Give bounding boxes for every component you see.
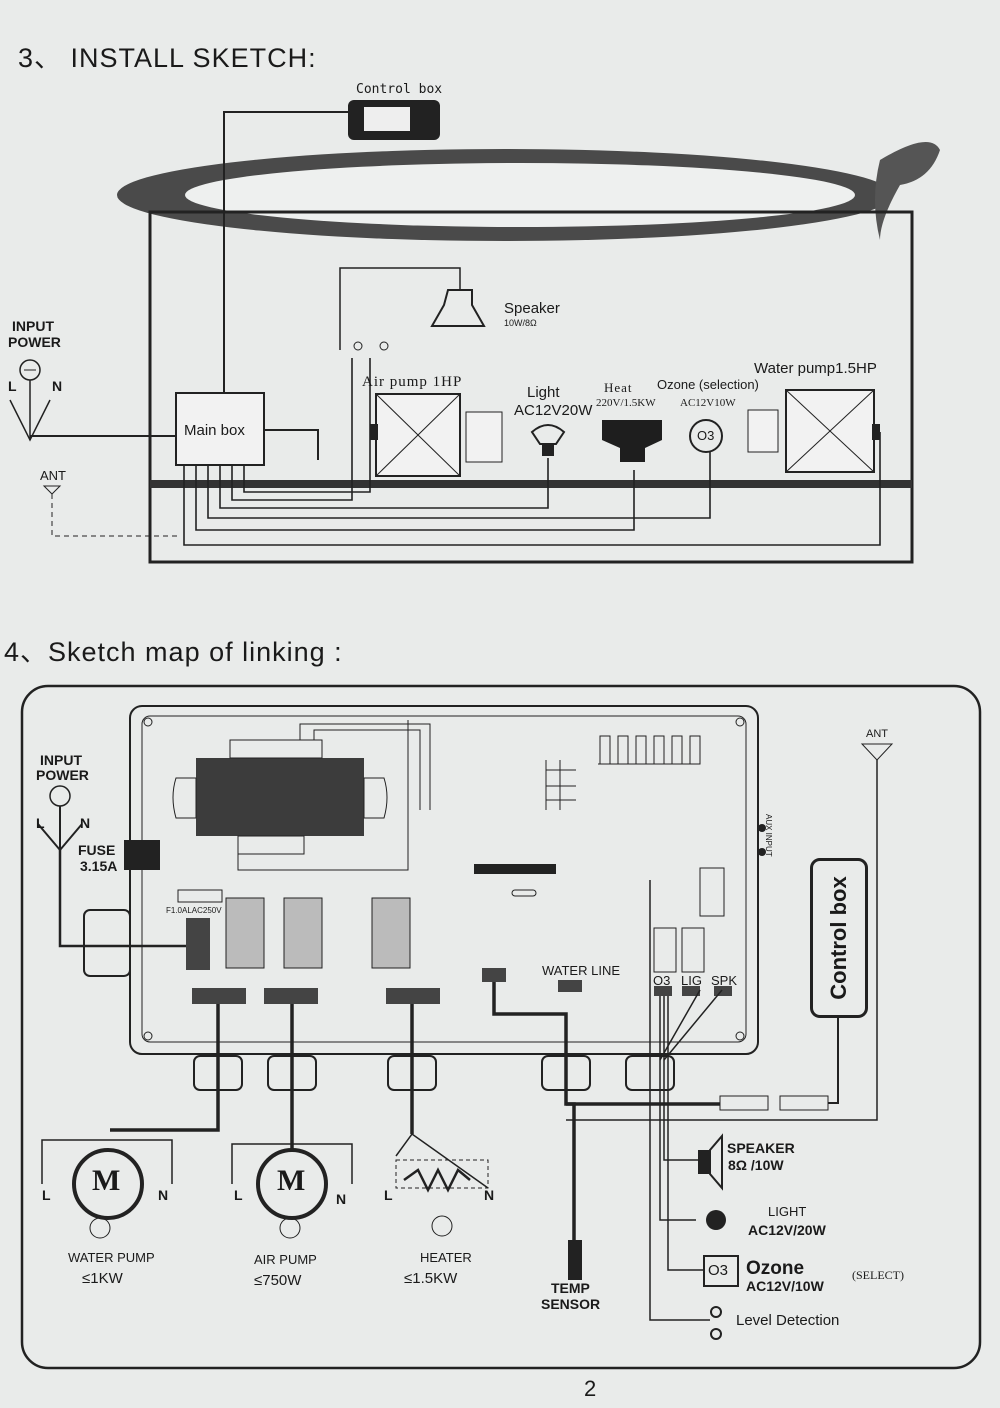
install-ant-label: ANT [40,468,66,483]
water-line-label: WATER LINE [542,963,621,978]
light-bulb-icon [530,424,566,445]
water-pump-ground-icon [89,1217,111,1239]
air-pump-n-label: N [336,1191,347,1207]
relay-2 [283,897,323,969]
heater-element [395,1159,489,1189]
ozone-output-icon [703,1255,739,1287]
ozone-label: Ozone (selection) [657,377,759,392]
ozone-output-label: Ozone [746,1258,805,1279]
transformer [196,758,364,836]
water-pump-n-label: N [158,1187,169,1203]
linking-input-power-label-2: POWER [36,767,89,783]
water-pump-label: Water pump1.5HP [754,360,877,377]
relay-1 [225,897,265,969]
speaker-output-icon [698,1150,710,1174]
section3-title: 3、 INSTALL SKETCH: [18,43,317,73]
connector-plug [719,1095,769,1111]
speaker-label: Speaker [504,300,560,317]
water-pump-motor-icon [72,1148,144,1220]
fuse-label: FUSE [78,842,116,858]
heat-label: Heat [604,380,633,395]
linking-antenna-icon [860,743,894,761]
air-pump-label: Air pump 1HP [362,374,463,390]
water-pump-l-label: L [42,1187,51,1203]
chip [474,864,556,874]
ozone-icon [689,419,723,453]
linking-n-label: N [80,815,91,831]
spa-waterfall-icon [875,142,940,240]
ozone-spec: AC12V10W [680,397,736,409]
air-pump-label: AIR PUMP [254,1252,317,1267]
heater-ground-icon [431,1215,453,1237]
heater-spec: ≤1.5KW [404,1270,458,1287]
water-pump-label: WATER PUMP [68,1250,155,1265]
speaker-output-spec: 8Ω /10W [728,1157,784,1173]
air-pump-spec: ≤750W [254,1272,302,1289]
section4-title: 4、Sketch map of linking : [4,637,343,667]
lig-port-label: LIG [681,973,702,988]
relay-3 [371,897,411,969]
aux-input-label: AUX INPUT [764,814,773,857]
fuse-spec: 3.15A [80,858,118,874]
temp-sensor-label-1: TEMP [551,1280,590,1296]
water-pump-spec: ≤1KW [82,1270,123,1287]
linking-input-power-label-1: INPUT [40,752,82,768]
page-number: 2 [584,1376,597,1401]
level-detection-icon [710,1306,722,1318]
connector-socket [779,1095,829,1111]
install-l-label: L [8,378,17,394]
antenna-icon [42,485,62,495]
heat-spec: 220V/1.5KW [596,397,656,409]
temp-sensor-icon [568,1240,582,1280]
main-box [175,392,265,466]
main-box-label: Main box [184,422,245,439]
light-output-label: LIGHT [768,1204,807,1219]
circuit-board [129,705,759,1055]
fuse-holder [124,840,160,870]
install-n-label: N [52,378,63,394]
ozone-output-o3: O3 [708,1262,729,1279]
speaker-icon [430,289,486,327]
speaker-spec: 10W/8Ω [504,318,537,328]
heater-label: HEATER [420,1250,472,1265]
temp-sensor-label-2: SENSOR [541,1296,601,1312]
spa-cabinet [148,210,914,564]
speaker-output-label: SPEAKER [727,1140,795,1156]
spk-port-label: SPK [711,973,738,988]
install-input-power-label-1: INPUT [12,318,54,334]
air-pump-m-label: M [277,1164,306,1197]
ozone-select-label: (SELECT) [852,1268,904,1282]
heater-n-label: N [484,1187,495,1203]
install-control-box-label: Control box [356,82,443,97]
control-box: Control box [810,858,868,1018]
heater-icon [602,420,662,462]
board-fuse [177,889,223,903]
air-pump-ground-icon [279,1217,301,1239]
install-input-power-label-2: POWER [8,334,61,350]
light-output-spec: AC12V/20W [748,1222,826,1238]
ozone-output-spec: AC12V/10W [746,1278,824,1294]
level-detection-label: Level Detection [736,1312,840,1329]
linking-ant-label: ANT [866,728,888,740]
water-pump-m-label: M [92,1164,121,1197]
board-fuse-spec: F1.0ALAC250V [166,906,222,915]
linking-ground-icon [49,785,71,807]
o3-port-label: O3 [653,973,671,988]
light-output-icon [706,1210,726,1230]
linking-frame [20,684,982,1370]
heater-l-label: L [384,1187,393,1203]
control-box-screen-icon [364,107,410,131]
ozone-o3-label: O3 [697,428,715,443]
air-pump-l-label: L [234,1187,243,1203]
light-label: Light [527,384,560,401]
light-spec: AC12V20W [514,402,593,419]
linking-l-label: L [36,815,45,831]
